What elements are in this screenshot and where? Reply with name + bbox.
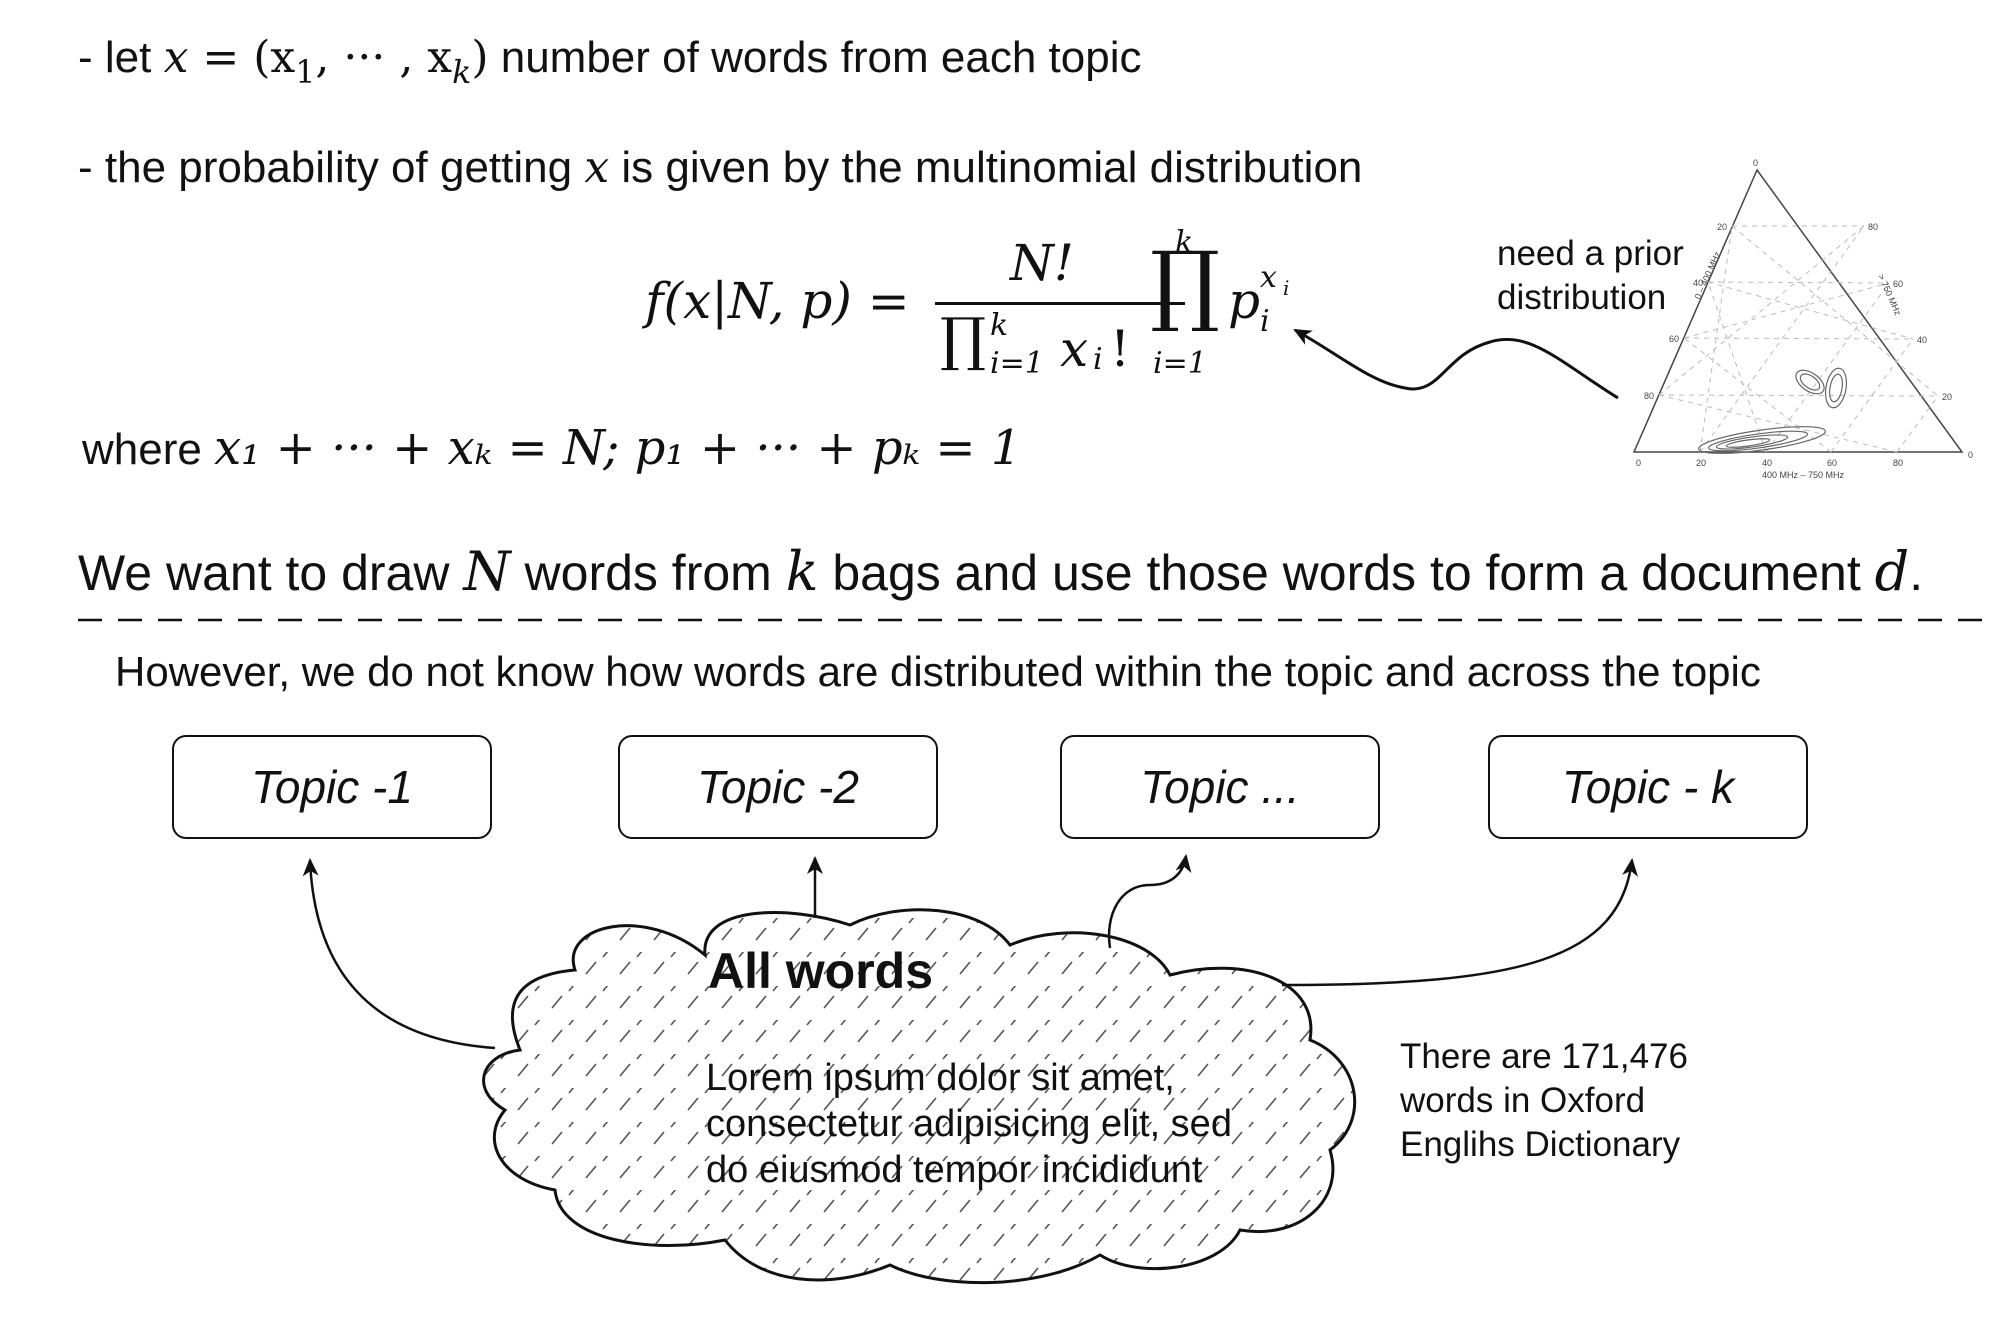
- topic-label-1: Topic -1: [251, 761, 413, 813]
- all-words-cloud: [482, 908, 1357, 1285]
- ternary-tick-b3: 60: [1827, 458, 1837, 468]
- topic-box-3: Topic ...: [1060, 735, 1380, 839]
- bullet-multinomial: - the probability of getting x is given …: [78, 142, 1362, 193]
- formula-den-tail-end: !: [1110, 320, 1131, 378]
- ternary-plot: 0 0 0 20 40 60 80 20 40 60 80 80 60 40 2…: [1632, 158, 1973, 480]
- topic-box-2: Topic -2: [618, 735, 938, 839]
- oxford-note-line-3: Englihs Dictionary: [1400, 1125, 1681, 1164]
- multinomial-formula: f(x|N, p) = N! ∏ k i=1 x i ! k ∏ i=1 p i…: [645, 220, 1305, 390]
- bullet-definition-x: - let x = (x1, ··· , xk) number of words…: [78, 32, 1141, 91]
- ternary-tick-l0: 20: [1717, 222, 1727, 232]
- cloud-body-line-2: consectetur adipisicing elit, sed: [706, 1103, 1232, 1145]
- ternary-tick-l2: 60: [1669, 334, 1679, 344]
- arrow-to-topic-k: [1281, 858, 1639, 987]
- ternary-corner-top: 0: [1753, 158, 1758, 168]
- formula-p: p: [1228, 272, 1261, 330]
- formula-prod-sym: ∏: [1150, 232, 1221, 335]
- topic-label-3: Topic ...: [1140, 761, 1300, 813]
- cloud-title: All words: [708, 943, 934, 999]
- ternary-tick-b2: 40: [1762, 458, 1772, 468]
- ternary-tick-l1: 40: [1693, 278, 1703, 288]
- ternary-tick-r1: 60: [1893, 279, 1903, 289]
- prior-note-line2: distribution: [1497, 278, 1667, 317]
- line1-dots: , ··· , x: [315, 32, 453, 83]
- statement-d: d: [1874, 540, 1910, 603]
- constraint-line: where x₁ + ··· + xₖ = N; p₁ + ··· + pₖ =…: [82, 420, 1021, 476]
- prior-note: need a prior distribution: [1497, 232, 1684, 320]
- goal-statement: We want to draw N words from k bags and …: [78, 540, 1923, 603]
- line1-var: x: [163, 32, 189, 83]
- line1-subk: k: [452, 55, 472, 92]
- where-prefix: where: [82, 425, 202, 474]
- ternary-tick-r0: 80: [1868, 222, 1878, 232]
- ternary-tick-l3: 80: [1644, 391, 1654, 401]
- fraction-bar: [935, 302, 1185, 305]
- where-expr: x₁ + ··· + xₖ = N; p₁ + ··· + pₖ = 1: [214, 420, 1022, 476]
- prior-note-line1: need a prior: [1497, 234, 1684, 273]
- formula-den-prod: ∏: [940, 305, 987, 373]
- formula-den-sup: k: [990, 308, 1009, 343]
- line1-sub1: 1: [295, 55, 316, 92]
- formula-den-tail-sub: i: [1093, 342, 1103, 377]
- ternary-left-label: 0 – 400 MHz: [1693, 250, 1723, 301]
- oxford-note-line-2: words in Oxford: [1400, 1081, 1646, 1120]
- formula-p-sub: i: [1260, 304, 1270, 339]
- line2-suffix: is given by the multinomial distribution: [621, 143, 1363, 192]
- line2-var: x: [584, 142, 610, 193]
- formula-p-sup-sub: i: [1283, 276, 1290, 300]
- formula-prod-bottom: i=1: [1153, 346, 1207, 381]
- arrow-to-topic-1: [302, 858, 496, 1050]
- topic-box-1: Topic -1: [172, 735, 492, 839]
- ternary-tick-r3: 20: [1942, 392, 1952, 402]
- cloud-body-line-1: Lorem ipsum dolor sit amet,: [706, 1057, 1175, 1099]
- line1-eq: = (x: [188, 32, 296, 83]
- arrow-to-topic-3: [1107, 854, 1192, 949]
- statement-k: k: [785, 540, 819, 603]
- formula-p-sup: x: [1260, 260, 1277, 295]
- statement-t1: We want to draw: [78, 545, 450, 601]
- cloud-body-line-3: do eiusmod tempor incididunt: [706, 1149, 1203, 1191]
- ternary-tick-b4: 80: [1893, 458, 1903, 468]
- statement-t3: bags and use those words to form a docum…: [832, 545, 1861, 601]
- uncertainty-note: However, we do not know how words are di…: [115, 648, 1761, 695]
- statement-N: N: [463, 540, 511, 603]
- ternary-tick-b0: 0: [1636, 458, 1641, 468]
- formula-lhs: f(x|N, p) =: [645, 272, 910, 330]
- line1-suffix: number of words from each topic: [500, 33, 1142, 82]
- ternary-tick-r2: 40: [1917, 335, 1927, 345]
- prior-arrow: [1293, 328, 1619, 400]
- topic-box-k: Topic - k: [1488, 735, 1808, 839]
- formula-prod-top: k: [1175, 225, 1194, 260]
- statement-t4: .: [1909, 545, 1924, 601]
- oxford-note-line-1: There are 171,476: [1400, 1037, 1688, 1076]
- line1-prefix: - let: [78, 33, 152, 82]
- line1-close: ): [471, 32, 489, 83]
- topic-label-k: Topic - k: [1561, 761, 1735, 813]
- topic-label-2: Topic -2: [697, 761, 859, 813]
- formula-numerator: N!: [1010, 234, 1074, 292]
- statement-t2: words from: [524, 545, 772, 601]
- formula-den-tail: x: [1060, 320, 1089, 378]
- oxford-note: There are 171,476 words in Oxford Englih…: [1400, 1035, 1688, 1167]
- formula-den-sub: i=1: [990, 346, 1044, 381]
- cloud-body: Lorem ipsum dolor sit amet, consectetur …: [706, 1055, 1232, 1193]
- line2-prefix: - the probability of getting: [78, 143, 573, 192]
- ternary-tick-b1: 20: [1696, 458, 1706, 468]
- ternary-bottom-label: 400 MHz – 750 MHz: [1762, 470, 1845, 480]
- ternary-corner-right: 0: [1968, 450, 1973, 460]
